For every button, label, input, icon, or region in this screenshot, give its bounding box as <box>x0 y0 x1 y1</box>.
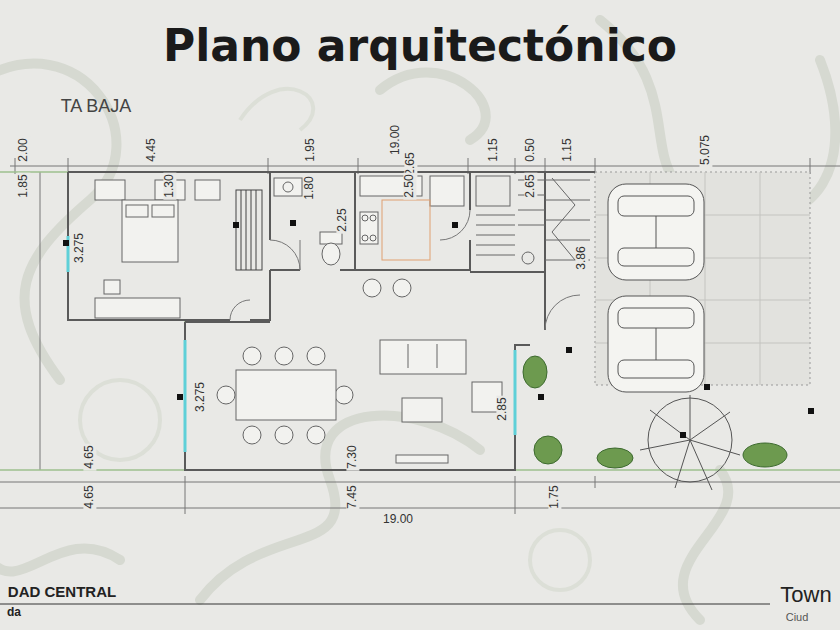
background-swirl <box>80 89 806 590</box>
sheet-label: TA BAJA <box>61 97 132 117</box>
dimension-label: 7.30 <box>346 443 359 470</box>
tree <box>640 395 740 490</box>
dimension-label: 1.75 <box>548 483 561 510</box>
plan-title: Plano arquitectónico <box>163 22 677 70</box>
dimension-label: 4.65 <box>83 483 96 510</box>
dimension-label: 1.15 <box>487 136 500 163</box>
living-furniture <box>380 340 502 463</box>
window <box>68 236 515 452</box>
dimension-label: 2.00 <box>17 136 30 163</box>
grid-marker <box>63 220 814 438</box>
dimension-label: 3.86 <box>575 244 588 271</box>
car <box>608 184 704 392</box>
footer-rule <box>0 604 770 605</box>
dimension-label: 2.25 <box>336 206 349 233</box>
dimension-label: 1.30 <box>163 172 176 199</box>
dimension-label: 4.45 <box>145 136 158 163</box>
dimension-label: 19.00 <box>381 513 415 526</box>
kitchen-island <box>382 200 430 260</box>
closet <box>236 190 262 270</box>
footer-text: da <box>7 606 21 619</box>
wall <box>68 172 595 470</box>
dimension-label: 5.075 <box>699 133 712 167</box>
dimension-label: 1.85 <box>17 172 30 199</box>
dimension-label: 3.275 <box>73 231 86 265</box>
shrub <box>523 356 787 468</box>
dimension-label: 19.00 <box>389 123 402 157</box>
dimension-label: 1.15 <box>561 136 574 163</box>
dimension-label: 0.50 <box>524 136 537 163</box>
dimension-line <box>0 158 840 514</box>
dimension-label: 2.85 <box>496 395 509 422</box>
dimension-label: 4.65 <box>83 443 96 470</box>
plot-outline <box>0 172 840 470</box>
brand-text: Ciud <box>786 611 809 623</box>
dimension-label: 1.80 <box>303 174 316 201</box>
dining-set <box>217 347 353 444</box>
brand-text: Town <box>780 583 831 607</box>
dimension-label: 1.95 <box>304 136 317 163</box>
dimension-label: 2.65 <box>524 172 537 199</box>
dimension-label: 7.45 <box>346 483 359 510</box>
dimension-label: 2.50 <box>403 172 416 199</box>
background-swirl <box>0 20 835 620</box>
door-swing <box>230 210 580 330</box>
dimension-label: 3.275 <box>194 380 207 414</box>
footer-text: DAD CENTRAL <box>8 584 116 601</box>
bedroom-furniture <box>95 180 220 318</box>
